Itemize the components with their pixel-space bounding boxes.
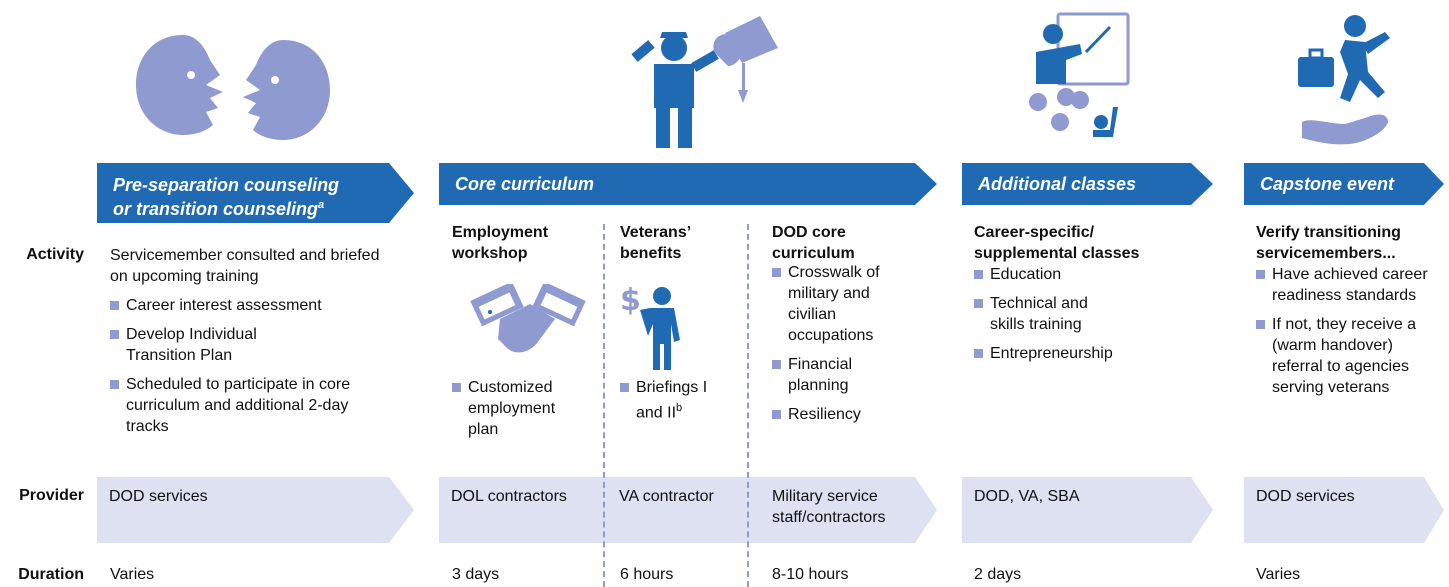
additional-bullet-list: Education Technical and skills training … [974,264,1154,364]
footnote-a: a [318,199,325,211]
banner-title: Pre-separation counseling or transition … [113,175,339,219]
provider-text: DOD, VA, SBA [974,488,1080,505]
footnote-b: b [676,402,683,414]
provider-arrow-shape [1244,477,1444,543]
teacher-classroom-icon [1029,12,1130,137]
list-item: Education [974,264,1154,285]
divider-dashed [747,224,749,587]
two-heads-talking-icon [136,35,330,140]
banner-arrow-shape [439,163,937,205]
list-item-text: Briefings I and II [636,379,708,422]
list-item: Crosswalk of military and civilian occup… [772,262,902,346]
divider-dashed [603,224,605,587]
pre-separation-activity: Servicemember consulted and briefed on u… [110,245,380,437]
person-leaping-hand-icon [1298,15,1390,145]
employment-bullet-list: Customized employment plan [452,377,582,440]
banner-title: Core curriculum [455,174,595,194]
list-item: Have achieved career readiness standards [1256,264,1432,306]
banner-arrow-shape [962,163,1213,205]
svg-text:$: $ [620,283,641,318]
provider-arrow-shape [97,477,414,543]
duration-veterans: 6 hours [620,566,674,583]
veteran-dollar-icon: $ [620,283,680,370]
list-item: If not, they receive a (warm handover) r… [1256,314,1422,398]
banner-title: Capstone event [1260,174,1395,194]
duration-dod: 8-10 hours [772,566,849,583]
provider-text: DOD services [109,488,208,505]
banner-title-line1: Pre-separation counseling [113,175,340,195]
dod-core-curriculum-heading: DOD core curriculum [772,224,855,262]
banner-pre-separation: Pre-separation counseling or transition … [97,163,414,223]
banner-title: Additional classes [978,174,1137,194]
list-item: Briefings I and IIb [620,377,730,423]
provider-text-dod: Military service staff/contractors [772,488,886,526]
capstone-bullet-list: Have achieved career readiness standards… [1256,264,1441,398]
verify-heading: Verify transitioning servicemembers... [1256,224,1401,262]
provider-arrow-shape [962,477,1213,543]
provider-core: DOL contractors VA contractor Military s… [439,477,937,543]
provider-text-veterans: VA contractor [619,488,714,505]
banner-arrow-shape [1244,163,1444,205]
list-item: Resiliency [772,404,902,425]
soldier-graduate-icon [631,16,778,148]
list-item: Financial planning [772,354,888,396]
duration-capstone: Varies [1256,566,1301,583]
employment-workshop-heading: Employment workshop [452,224,549,262]
pre-bullet-list: Career interest assessment Develop Indiv… [110,295,380,437]
provider-capstone: DOD services [1244,477,1444,543]
banner-capstone-event: Capstone event [1244,163,1444,205]
row-label-activity: Activity [26,246,84,263]
provider-text-employment: DOL contractors [451,488,567,505]
duration-employment: 3 days [452,566,500,583]
provider-additional: DOD, VA, SBA [962,477,1213,543]
provider-arrow-shape [439,477,937,543]
veterans-benefits-heading: Veterans’ benefits [620,224,691,262]
row-label-duration: Duration [18,566,84,583]
provider-pre: DOD services [97,477,414,543]
duration-additional: 2 days [974,566,1022,583]
dod-core-bullet-list: Crosswalk of military and civilian occup… [772,262,902,425]
list-item: Technical and skills training [974,293,1110,335]
handshake-icon [470,284,586,353]
row-label-provider: Provider [19,487,84,504]
veterans-bullet-list: Briefings I and IIb [620,377,730,423]
list-item: Entrepreneurship [974,343,1154,364]
list-item: Career interest assessment [110,295,380,316]
banner-core-curriculum: Core curriculum [439,163,937,205]
banner-arrow-shape [97,163,414,223]
career-specific-heading: Career-specific/ supplemental classes [974,224,1140,262]
duration-pre: Varies [110,566,155,583]
banner-additional-classes: Additional classes [962,163,1213,205]
list-item: Scheduled to participate in core curricu… [110,374,361,437]
list-item: Customized employment plan [452,377,582,440]
provider-text: DOD services [1256,488,1355,505]
list-item: Develop Individual Transition Plan [110,324,316,366]
banner-title-line2: or transition counseling [113,199,319,219]
pre-intro: Servicemember consulted and briefed on u… [110,247,380,285]
